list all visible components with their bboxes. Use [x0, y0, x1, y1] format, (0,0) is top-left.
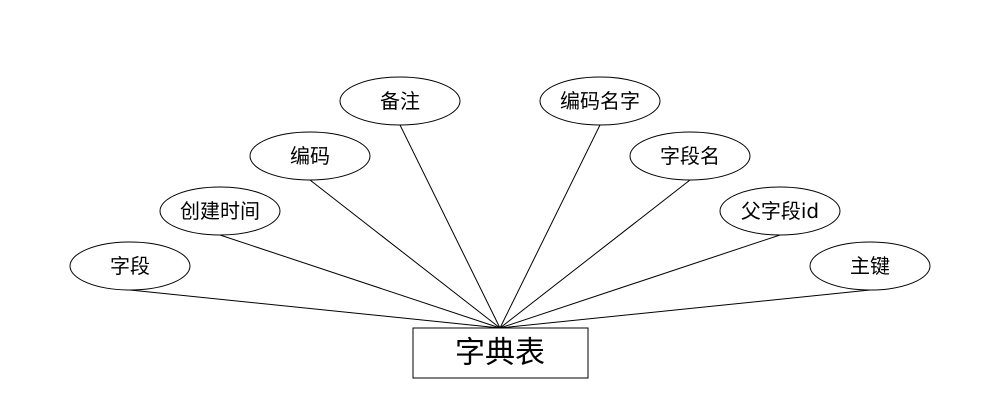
connector-zhujian — [499, 289, 871, 329]
entity-box: 字典表 — [412, 327, 589, 379]
attribute-bianma: 编码 — [249, 131, 371, 181]
attribute-label: 备注 — [380, 89, 420, 113]
attribute-label: 创建时间 — [180, 199, 260, 223]
attribute-ellipse — [809, 241, 931, 291]
attribute-bianmamingzi: 编码名字 — [539, 76, 661, 126]
connector-bianmamingzi — [499, 124, 601, 329]
entity-label: 字典表 — [455, 336, 545, 371]
connector-fuziduanid — [499, 234, 781, 329]
attribute-label: 编码 — [290, 144, 330, 168]
attribute-zhujian: 主键 — [809, 241, 931, 291]
attribute-label: 编码名字 — [560, 89, 640, 113]
attribute-ziduanming: 字段名 — [629, 131, 751, 181]
connector-ziduanming — [499, 179, 691, 329]
attribute-label: 字段名 — [660, 144, 720, 168]
attribute-ellipse — [339, 76, 461, 126]
attribute-ziduan: 字段 — [69, 241, 191, 291]
connector-bianma — [309, 179, 501, 329]
attribute-fuziduanid: 父字段id — [719, 186, 841, 236]
attribute-label: 父字段id — [741, 199, 819, 223]
attribute-label: 字段 — [110, 254, 150, 278]
attribute-ellipse — [69, 241, 191, 291]
attribute-ellipse — [249, 131, 371, 181]
connector-chuangjianshijian — [219, 234, 501, 329]
attribute-ellipse — [159, 186, 281, 236]
attribute-ellipse — [629, 131, 751, 181]
connector-beizhu — [399, 124, 501, 329]
attribute-ellipse — [719, 186, 841, 236]
attribute-beizhu: 备注 — [339, 76, 461, 126]
entity-rect — [412, 327, 589, 379]
connectors — [129, 124, 871, 329]
attribute-ellipse — [539, 76, 661, 126]
connector-ziduan — [129, 289, 501, 329]
attribute-label: 主键 — [850, 254, 890, 278]
attribute-chuangjianshijian: 创建时间 — [159, 186, 281, 236]
